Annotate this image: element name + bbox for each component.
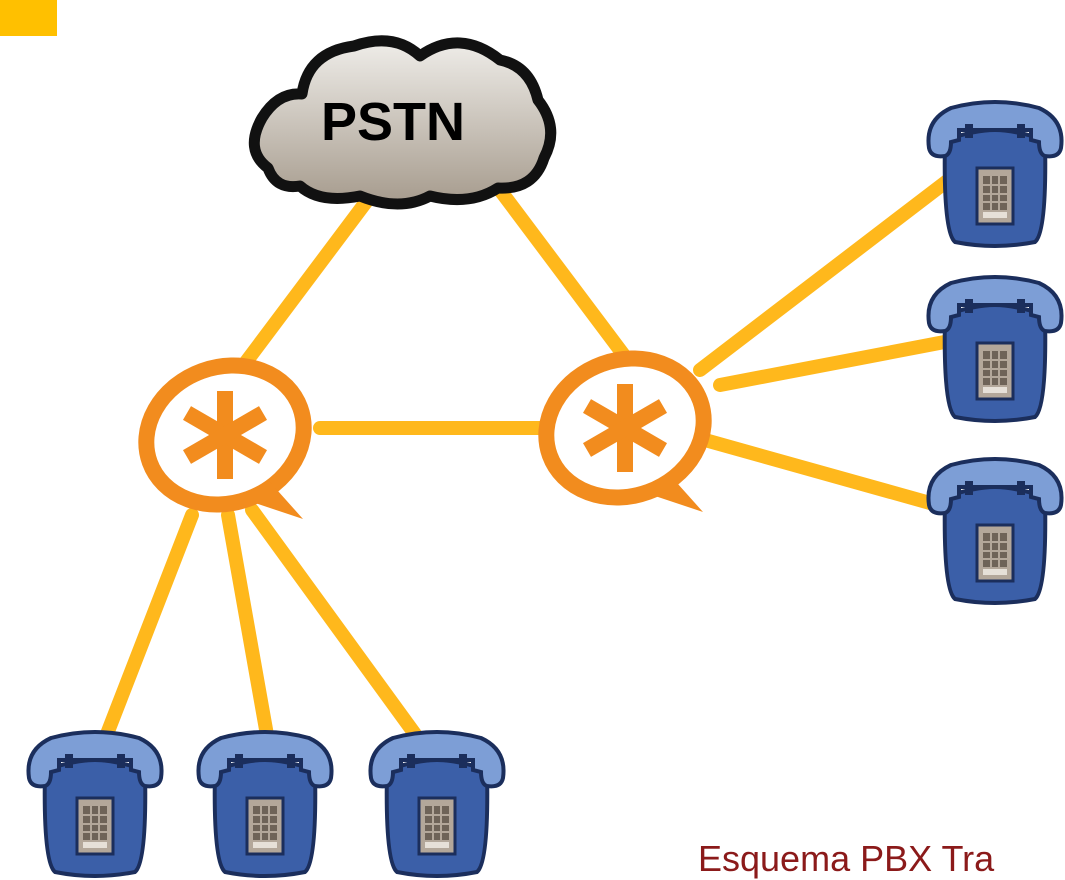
pbx-right-asterisk-icon: [527, 337, 724, 520]
pstn-label: PSTN: [321, 92, 465, 152]
link-pstn-pbx-right: [493, 183, 642, 377]
phone-icon: [26, 730, 164, 878]
link-pstn-pbx-left: [233, 183, 382, 377]
phone-icon: [368, 730, 506, 878]
link-pbx-right-phone-6: [698, 433, 962, 517]
slide-corner-marker: [0, 0, 57, 36]
link-pbx-right-phone-5: [713, 333, 962, 392]
slide-caption: Esquema PBX Tra: [698, 838, 995, 879]
link-pbx-right-phone-4: [693, 168, 962, 377]
link-pbx-left-phone-3: [245, 503, 435, 759]
pbx-left-asterisk-icon: [127, 344, 324, 527]
phone-icon: [196, 730, 334, 878]
phone-icon: [926, 457, 1064, 605]
link-pbx-left-phone-1: [93, 508, 199, 759]
link-pbx-left-phone-2: [221, 508, 277, 759]
pstn-cloud-icon: PSTN: [248, 35, 557, 210]
phone-icon: [926, 100, 1064, 248]
phone-icon: [926, 275, 1064, 423]
